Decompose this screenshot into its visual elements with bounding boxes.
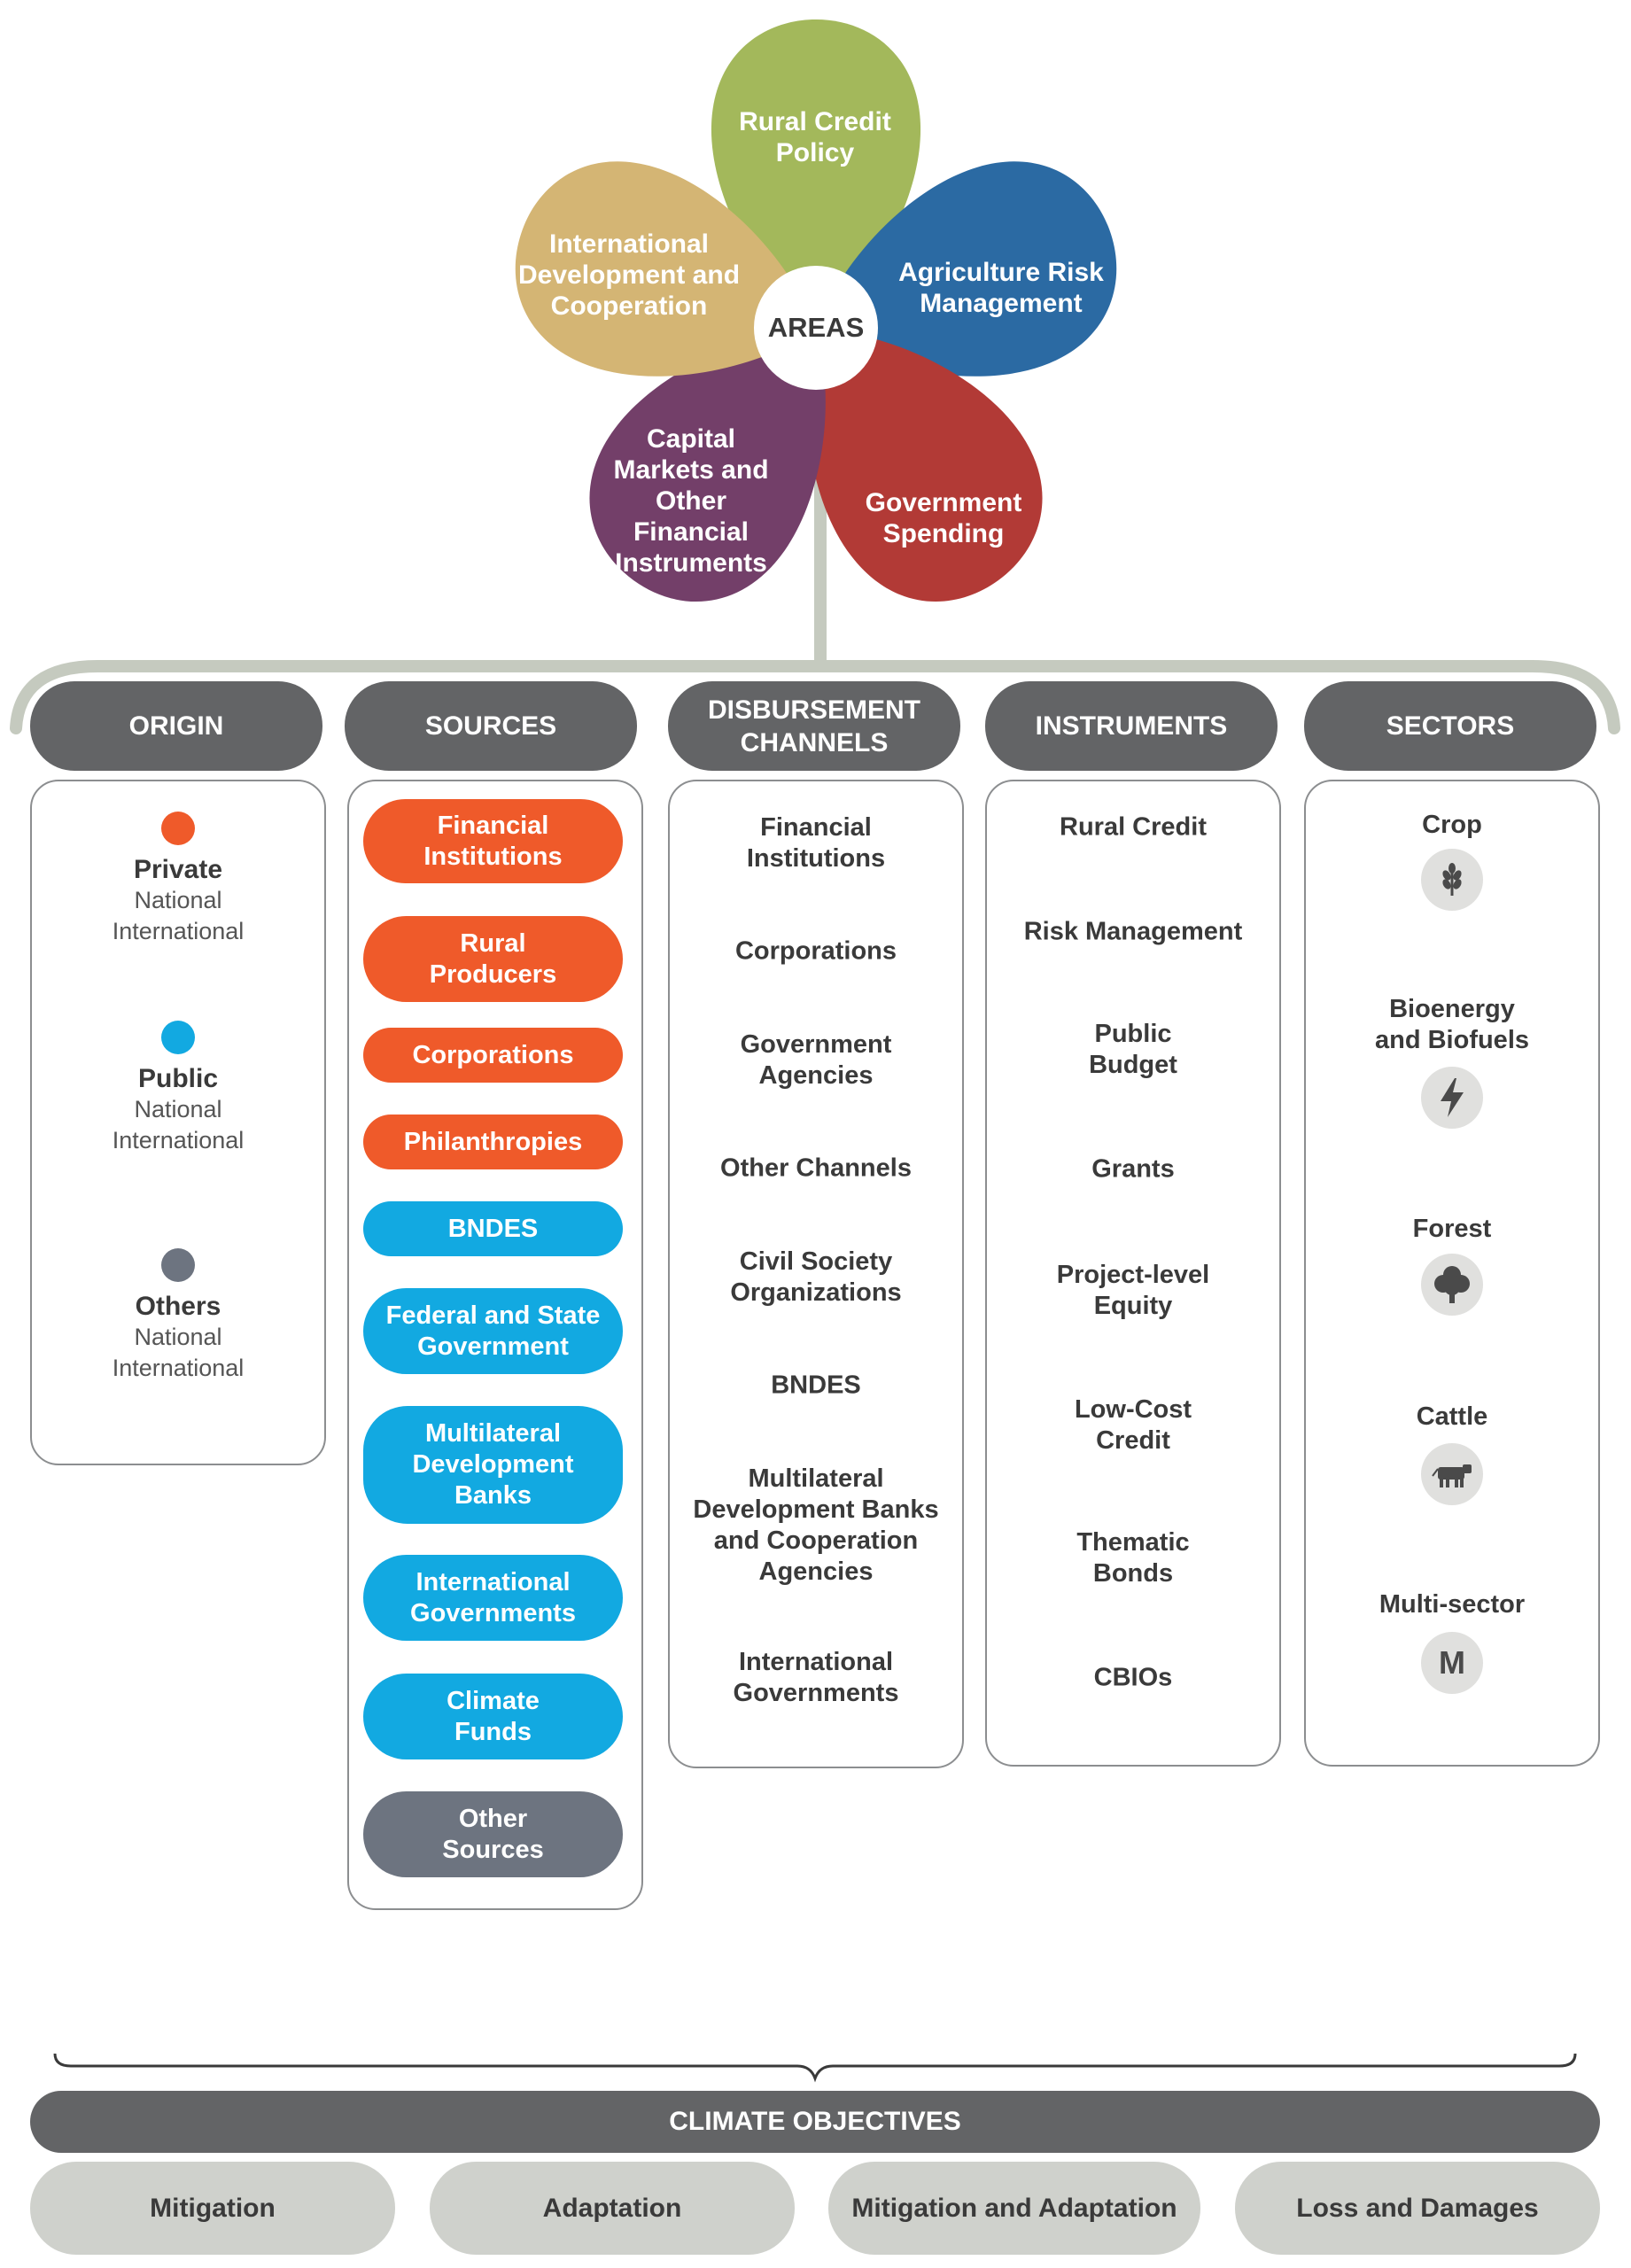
source-bndes: BNDES — [363, 1201, 623, 1256]
instrument-project-level-equity: Project-level Equity — [1056, 1261, 1210, 1320]
sector-crop-label: Crop — [1422, 811, 1482, 839]
channel-multilateral-banks: Multilateral Development Banks and Coope… — [693, 1464, 939, 1586]
source-rural-producers: Rural Producers — [363, 916, 623, 1002]
instrument-public-budget: Public Budget — [1089, 1020, 1177, 1079]
channel-bndes: BNDES — [771, 1371, 861, 1400]
lightning-icon — [1421, 1067, 1483, 1129]
objective-mitigation: Mitigation — [30, 2162, 395, 2255]
channel-other-channels: Other Channels — [720, 1153, 912, 1183]
source-philanthropies: Philanthropies — [363, 1115, 623, 1169]
objectives-brace — [53, 2053, 1577, 2083]
sector-multi-sector-label: Multi-sector — [1379, 1590, 1526, 1619]
petal-label-agri-risk: Agriculture Risk Management — [898, 258, 1104, 318]
objective-adaptation: Adaptation — [430, 2162, 795, 2255]
areas-flower-diagram — [10, 19, 1620, 734]
header-instruments: INSTRUMENTS — [985, 681, 1278, 771]
header-origin: ORIGIN — [30, 681, 322, 771]
sector-forest-label: Forest — [1412, 1215, 1492, 1243]
channel-civil-society: Civil Society Organizations — [730, 1247, 902, 1307]
petal-label-intl-dev: International Development and Cooperatio… — [517, 229, 741, 321]
source-financial-institutions: Financial Institutions — [363, 799, 623, 883]
source-climate-funds: Climate Funds — [363, 1674, 623, 1759]
others-dot-icon — [161, 1248, 195, 1282]
cow-icon — [1421, 1443, 1483, 1505]
origin-subtitle: National International — [112, 1324, 245, 1381]
sector-bioenergy-label: Bioenergy and Biofuels — [1374, 995, 1529, 1054]
areas-center-circle — [754, 266, 878, 390]
public-dot-icon — [161, 1021, 195, 1054]
petal-agri-risk — [816, 161, 1117, 377]
areas-center-label: AREAS — [767, 312, 865, 343]
objective-loss-and-damages: Loss and Damages — [1235, 2162, 1600, 2255]
channel-international-governments: International Governments — [733, 1648, 899, 1707]
instrument-thematic-bonds: Thematic Bonds — [1076, 1528, 1190, 1588]
channel-corporations: Corporations — [734, 936, 897, 966]
tree-icon — [1421, 1254, 1483, 1316]
instrument-grants: Grants — [1091, 1154, 1175, 1184]
climate-objectives-title: CLIMATE OBJECTIVES — [30, 2091, 1600, 2153]
petal-label-capital-markets: Capital Markets and Other Financial Inst… — [613, 423, 769, 578]
petal-intl-dev — [515, 161, 816, 377]
channel-financial-institutions: Financial Institutions — [746, 813, 886, 873]
sector-cattle-label: Cattle — [1416, 1402, 1488, 1431]
header-sectors: SECTORS — [1304, 681, 1596, 771]
instrument-risk-management: Risk Management — [1023, 917, 1243, 946]
channel-government-agencies: Government Agencies — [740, 1030, 892, 1090]
objective-mitigation-and-adaptation: Mitigation and Adaptation — [828, 2162, 1200, 2255]
instrument-low-cost-credit: Low-Cost Credit — [1074, 1395, 1192, 1455]
origin-subtitle: National International — [112, 887, 245, 944]
origin-subtitle: National International — [112, 1096, 245, 1153]
origin-title: Public — [137, 1064, 218, 1093]
petal-gov-spending — [806, 330, 1043, 602]
sectors-panel: Crop Bioenergy and Biofuels Forest Cattl… — [1304, 780, 1600, 1767]
source-other-sources: Other Sources — [363, 1791, 623, 1877]
header-disbursement-channels: DISBURSEMENT CHANNELS — [668, 681, 960, 771]
disbursement-panel: Financial Institutions Corporations Gove… — [668, 780, 964, 1768]
petal-label-gov-spending: Government Spending — [865, 488, 1022, 548]
source-federal-state-government: Federal and State Government — [363, 1288, 623, 1374]
petal-capital-markets — [589, 330, 826, 602]
origin-others: Others National International — [32, 1248, 324, 1384]
origin-private: Private National International — [32, 812, 324, 947]
origin-title: Others — [135, 1292, 221, 1321]
origin-public: Public National International — [32, 1021, 324, 1156]
origin-title: Private — [133, 855, 223, 884]
petal-label-rural-credit: Rural Credit Policy — [739, 107, 891, 167]
sources-panel: Financial Institutions Rural Producers C… — [347, 780, 643, 1910]
source-corporations: Corporations — [363, 1028, 623, 1083]
instrument-rural-credit: Rural Credit — [1060, 812, 1207, 842]
private-dot-icon — [161, 812, 195, 845]
source-international-governments: International Governments — [363, 1555, 623, 1641]
m-letter-icon: M — [1421, 1632, 1483, 1694]
origin-panel: Private National International Public Na… — [30, 780, 326, 1465]
instruments-panel: Rural Credit Risk Management Public Budg… — [985, 780, 1281, 1767]
source-multilateral-development-banks: Multilateral Development Banks — [363, 1406, 623, 1524]
wheat-icon — [1421, 849, 1483, 911]
areas-branch-connector — [10, 660, 1620, 734]
instrument-cbios: CBIOs — [1093, 1663, 1173, 1692]
header-sources: SOURCES — [345, 681, 637, 771]
